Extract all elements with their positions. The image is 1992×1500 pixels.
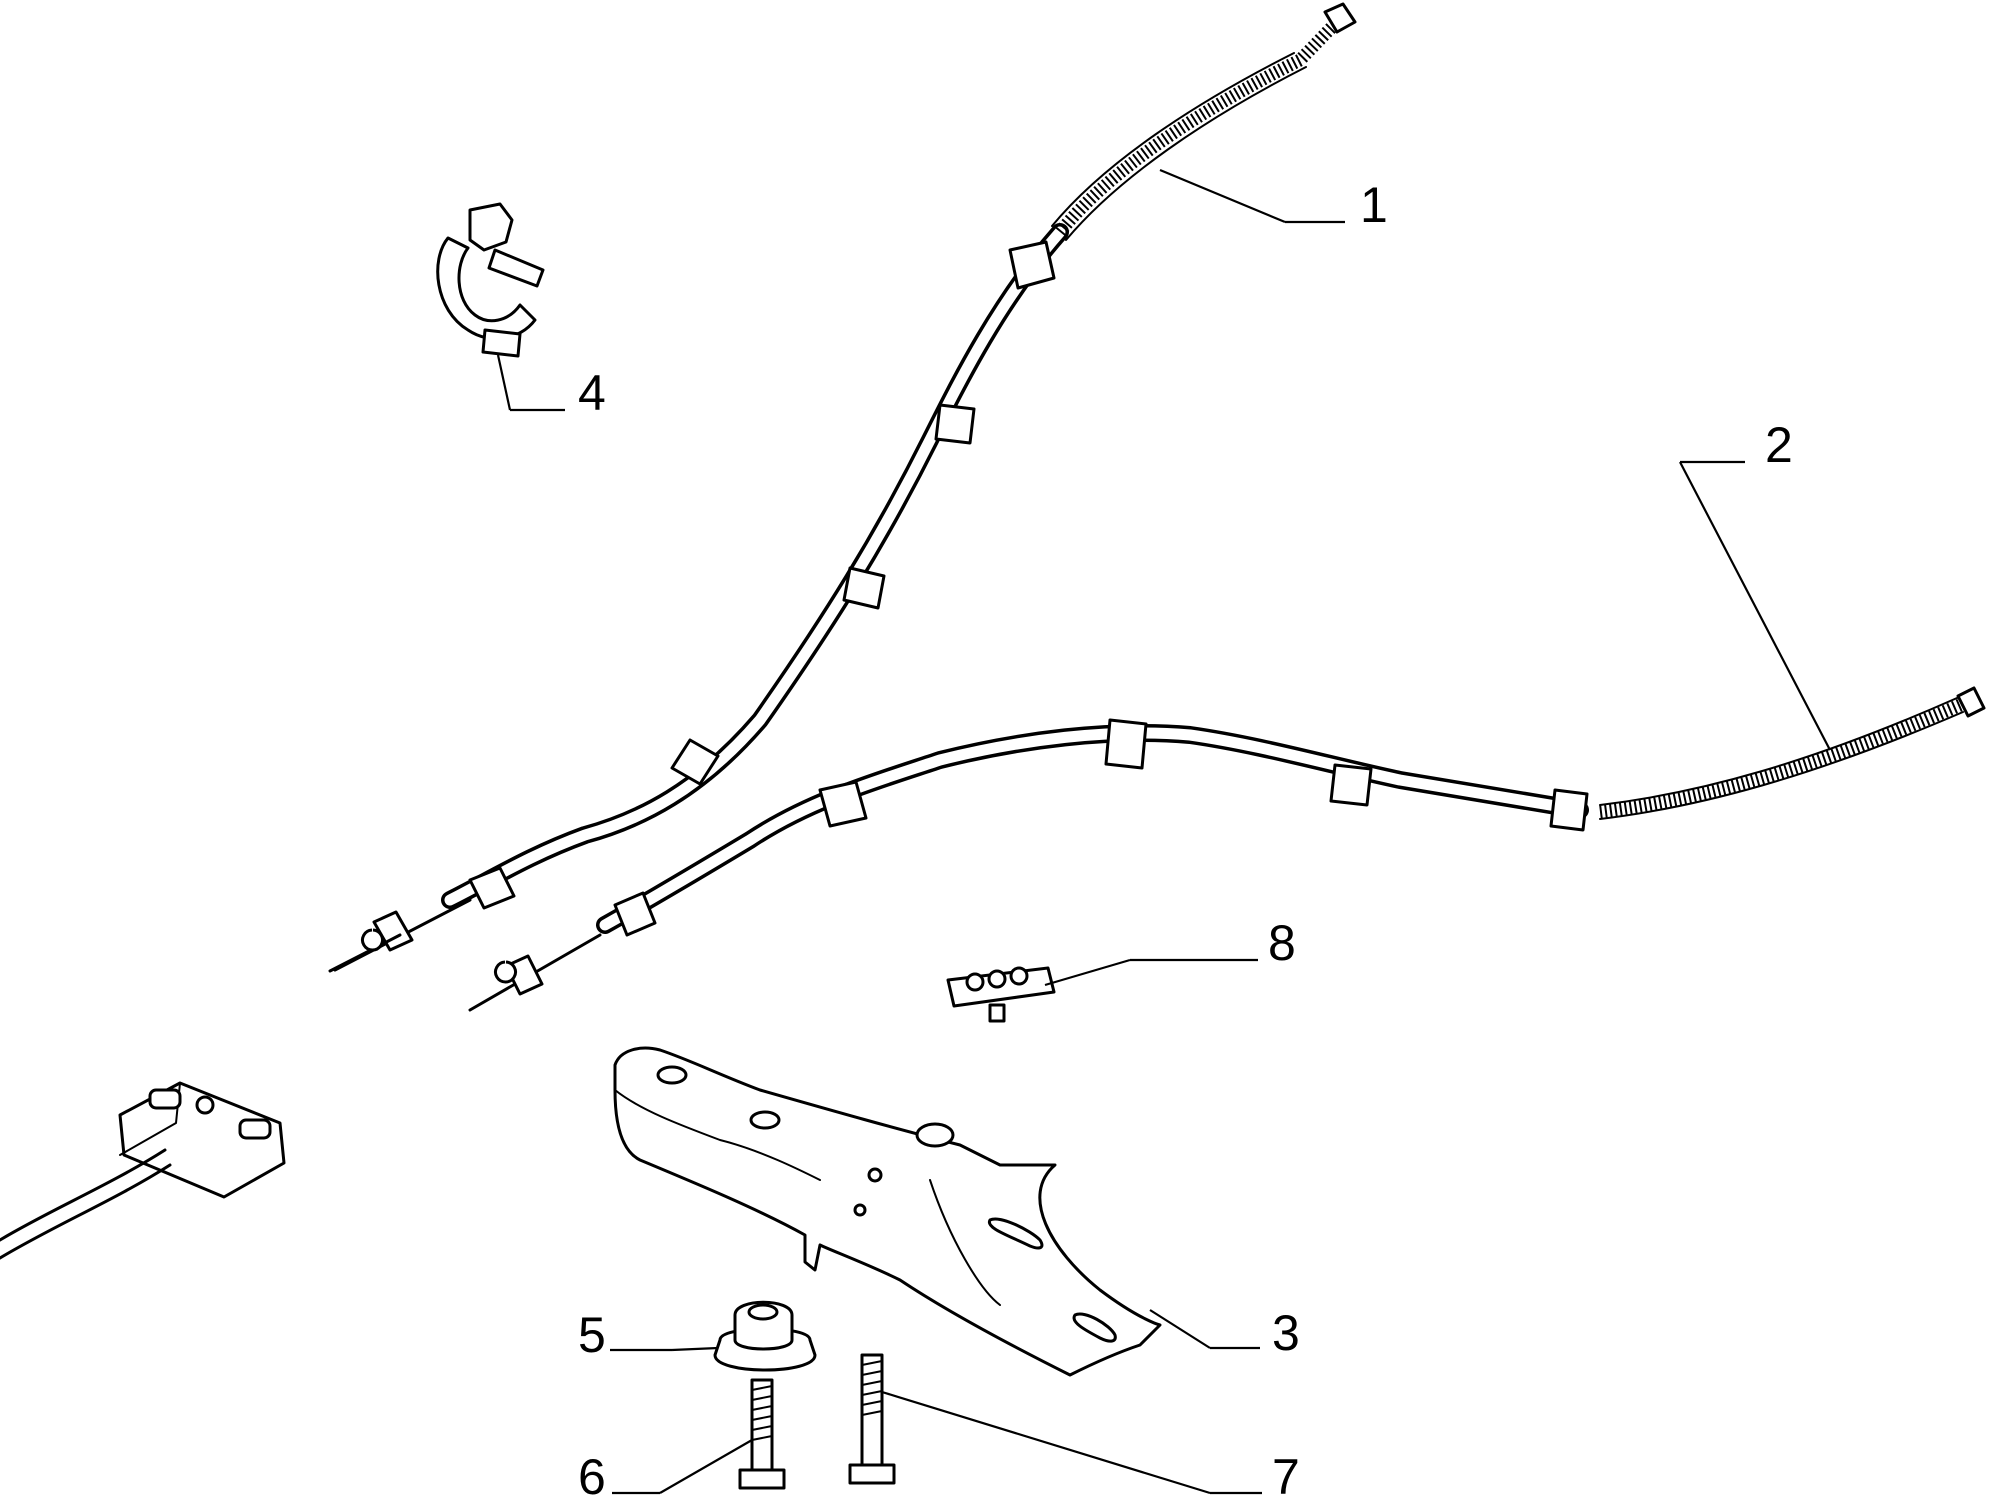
callout-6: 6 <box>578 1449 606 1500</box>
callout-1: 1 <box>1360 177 1388 233</box>
clip-4 <box>436 202 545 358</box>
callout-8: 8 <box>1268 915 1296 971</box>
leader-1 <box>1159 168 1286 224</box>
connector <box>0 1081 286 1260</box>
cable-1 <box>328 2 1357 973</box>
callout-5: 5 <box>578 1307 606 1363</box>
leader-8 <box>1044 958 1131 987</box>
stud-7 <box>848 1353 896 1485</box>
clip-8 <box>946 966 1056 1023</box>
leader-2 <box>1679 461 1831 751</box>
bolt-6 <box>738 1378 786 1490</box>
callout-3: 3 <box>1272 1305 1300 1361</box>
callout-2: 2 <box>1765 417 1793 473</box>
nut-5 <box>713 1300 817 1372</box>
leader-4 <box>496 354 512 411</box>
cable-2 <box>468 686 1986 1012</box>
leader-6 <box>659 1439 753 1494</box>
callout-7: 7 <box>1272 1449 1300 1500</box>
leader-3 <box>1149 1309 1211 1349</box>
callout-4: 4 <box>578 365 606 421</box>
bracket-3 <box>613 1046 1162 1377</box>
leader-7 <box>881 1390 1211 1495</box>
leader-5 <box>671 1346 719 1352</box>
